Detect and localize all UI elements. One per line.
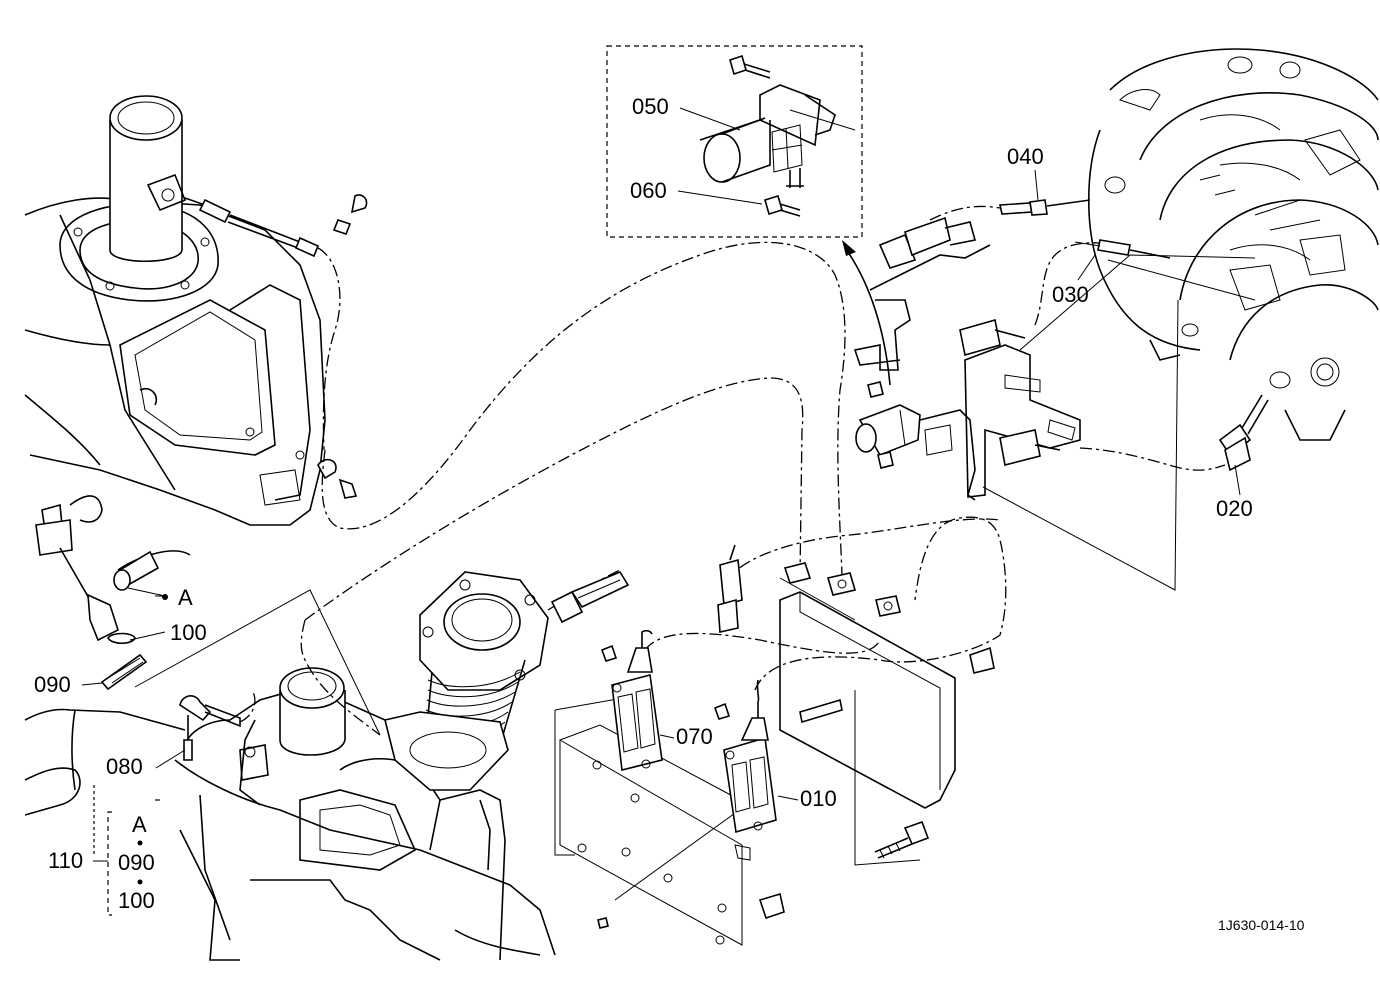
group-110: 110 A 090 100 — [48, 785, 160, 916]
gasket-100 — [107, 632, 136, 645]
connector-bracket-right — [959, 318, 1081, 498]
temperature-sensor-upper-left — [184, 197, 341, 451]
nox-sensor-070 — [600, 629, 663, 771]
bolt-lower — [597, 646, 995, 929]
detail-arrow — [842, 240, 891, 386]
callout-labels: 050 060 040 030 020 070 010 100 090 080 … — [34, 94, 1253, 811]
connector-bracket-upper — [853, 216, 991, 371]
temperature-sensor-080 — [179, 689, 256, 761]
group-110-marker: A — [132, 812, 147, 837]
sensor-090-assembly — [35, 495, 191, 642]
detail-marker-a: A — [178, 585, 193, 610]
callout-020: 020 — [1216, 496, 1253, 521]
dpf-housing — [24, 667, 556, 961]
leader-lines — [127, 254, 1256, 901]
callout-040: 040 — [1007, 144, 1044, 169]
nox-sensor-010 — [713, 679, 777, 834]
pressure-sensor-installed — [855, 381, 976, 501]
callout-090: 090 — [34, 672, 71, 697]
callout-030: 030 — [1052, 282, 1089, 307]
callout-110: 110 — [48, 848, 83, 873]
temperature-sensor-020 — [1218, 394, 1269, 472]
detail-box-pressure-sensor — [606, 45, 863, 238]
callout-010: 010 — [800, 786, 837, 811]
callout-060: 060 — [630, 178, 667, 203]
temperature-sensor-040 — [999, 199, 1091, 216]
exhaust-manifold-right — [1088, 48, 1379, 441]
exhaust-outlet-bellows — [384, 571, 549, 791]
clamp-bolt-left — [317, 194, 368, 499]
exhaust-pipe-left — [109, 95, 187, 262]
sensor-mounting-bracket — [779, 562, 956, 809]
temperature-sensor-030 — [1074, 239, 1171, 259]
mounting-plate — [559, 724, 751, 946]
sensor-090 — [100, 653, 148, 691]
callout-070: 070 — [676, 724, 713, 749]
reference-code: 1J630-014-10 — [1218, 917, 1305, 933]
temperature-sensor-center — [550, 570, 630, 624]
group-110-item-1: 090 — [118, 850, 155, 875]
callout-050: 050 — [632, 94, 669, 119]
callout-080: 080 — [106, 754, 143, 779]
sensor-connector-center — [717, 544, 743, 633]
group-110-item-2: 100 — [118, 888, 155, 913]
callout-100: 100 — [170, 620, 207, 645]
